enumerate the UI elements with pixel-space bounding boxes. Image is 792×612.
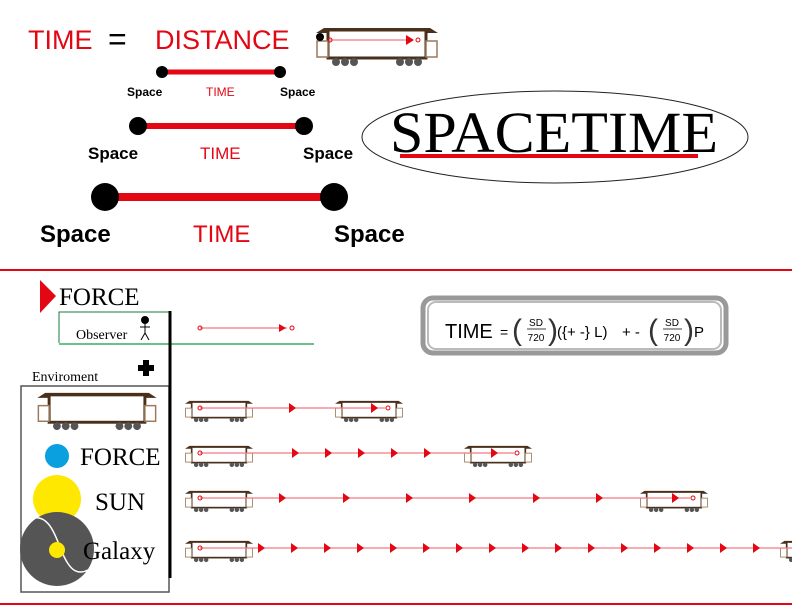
scale-row-large: Space TIME Space (40, 183, 405, 248)
observer-head-icon (316, 33, 324, 41)
train-icon (185, 400, 253, 423)
spacetime-logo: SPACETIME (361, 90, 749, 184)
end-point (385, 405, 391, 411)
time-label: TIME (193, 221, 250, 248)
start-point (197, 545, 203, 551)
train-icon (780, 540, 792, 563)
legend-galaxy: Galaxy (83, 538, 156, 565)
arrow-marker (371, 403, 378, 413)
formula-box: TIME = ( SD 720 ) ({+ -} L) + - ( SD 720… (420, 295, 729, 356)
arrow-marker (654, 543, 661, 553)
formula-num1: SD (529, 318, 543, 329)
observer-label: Observer (76, 328, 128, 343)
legend-force: FORCE (80, 444, 161, 471)
arrow-marker (621, 543, 628, 553)
space-label: Space (334, 221, 405, 248)
svg-text:(: ( (648, 314, 658, 347)
train-icon-top (316, 26, 438, 68)
header-distance: DISTANCE (155, 25, 290, 55)
time-label: TIME (206, 85, 235, 99)
space-label: Space (280, 85, 316, 99)
scale-row-medium: Space TIME Space (88, 117, 353, 163)
formula-end: P (694, 324, 704, 341)
arrow-marker (469, 493, 476, 503)
train-icon (185, 490, 253, 513)
arrow-marker (489, 543, 496, 553)
arrow-marker (672, 493, 679, 503)
formula-den1: 720 (528, 333, 545, 344)
start-point (197, 405, 203, 411)
arrow-marker (325, 448, 332, 458)
train-icon (185, 445, 253, 468)
formula-op: + - (622, 324, 640, 341)
stick-figure-icon (140, 316, 150, 341)
train-row (185, 540, 792, 563)
arrow-marker (522, 543, 529, 553)
arrow-marker (687, 543, 694, 553)
force-blue-dot-icon (45, 444, 69, 468)
arrow-marker (424, 448, 431, 458)
observer-box: Observer (58, 311, 314, 345)
start-point (197, 450, 203, 456)
arrow-marker (258, 543, 265, 553)
space-label: Space (127, 85, 163, 99)
arrow-marker (456, 543, 463, 553)
train-row (185, 400, 403, 423)
svg-text:): ) (548, 314, 558, 347)
start-point (197, 495, 203, 501)
train-row (185, 490, 708, 513)
space-label: Space (88, 144, 138, 163)
legend-sun: SUN (95, 489, 145, 516)
svg-text:): ) (684, 314, 694, 347)
arrow-marker (357, 543, 364, 553)
train-icon-legend (37, 391, 157, 432)
train-icon (185, 540, 253, 563)
formula-lhs: TIME (445, 321, 493, 343)
sun-icon (33, 475, 81, 523)
arrow-marker (289, 403, 296, 413)
arrow-marker (391, 448, 398, 458)
arrow-marker (343, 493, 350, 503)
time-label: TIME (200, 144, 241, 163)
arrow-marker (390, 543, 397, 553)
plus-icon (138, 360, 154, 376)
header-equals: = (108, 21, 127, 57)
train-rows (185, 400, 792, 563)
header-time: TIME (28, 25, 93, 55)
arrow-marker (279, 493, 286, 503)
end-point (514, 450, 520, 456)
arrow-marker (555, 543, 562, 553)
formula-eq: = (500, 324, 508, 340)
arrow-marker (753, 543, 760, 553)
formula-mid: ({+ -} L) (557, 324, 607, 341)
environment-label: Enviroment (32, 370, 98, 385)
arrow-marker (423, 543, 430, 553)
arrow-marker (292, 448, 299, 458)
play-triangle-icon (40, 280, 56, 313)
end-point (690, 495, 696, 501)
formula-den2: 720 (664, 333, 681, 344)
arrow-marker (358, 448, 365, 458)
arrow-marker (588, 543, 595, 553)
train-icon (335, 400, 403, 423)
train-row (185, 445, 532, 468)
space-label: Space (40, 221, 111, 248)
space-label: Space (303, 144, 353, 163)
arrow-marker (491, 448, 498, 458)
arrow-marker (291, 543, 298, 553)
force-heading: FORCE (59, 284, 140, 311)
arrow-marker (406, 493, 413, 503)
formula-num2: SD (665, 318, 679, 329)
svg-text:(: ( (512, 314, 522, 347)
galaxy-icon (20, 512, 96, 586)
arrow-marker (720, 543, 727, 553)
arrow-marker (596, 493, 603, 503)
arrow-marker (533, 493, 540, 503)
arrow-marker (324, 543, 331, 553)
scale-row-small: Space TIME Space (127, 66, 316, 99)
train-icon (464, 445, 532, 468)
